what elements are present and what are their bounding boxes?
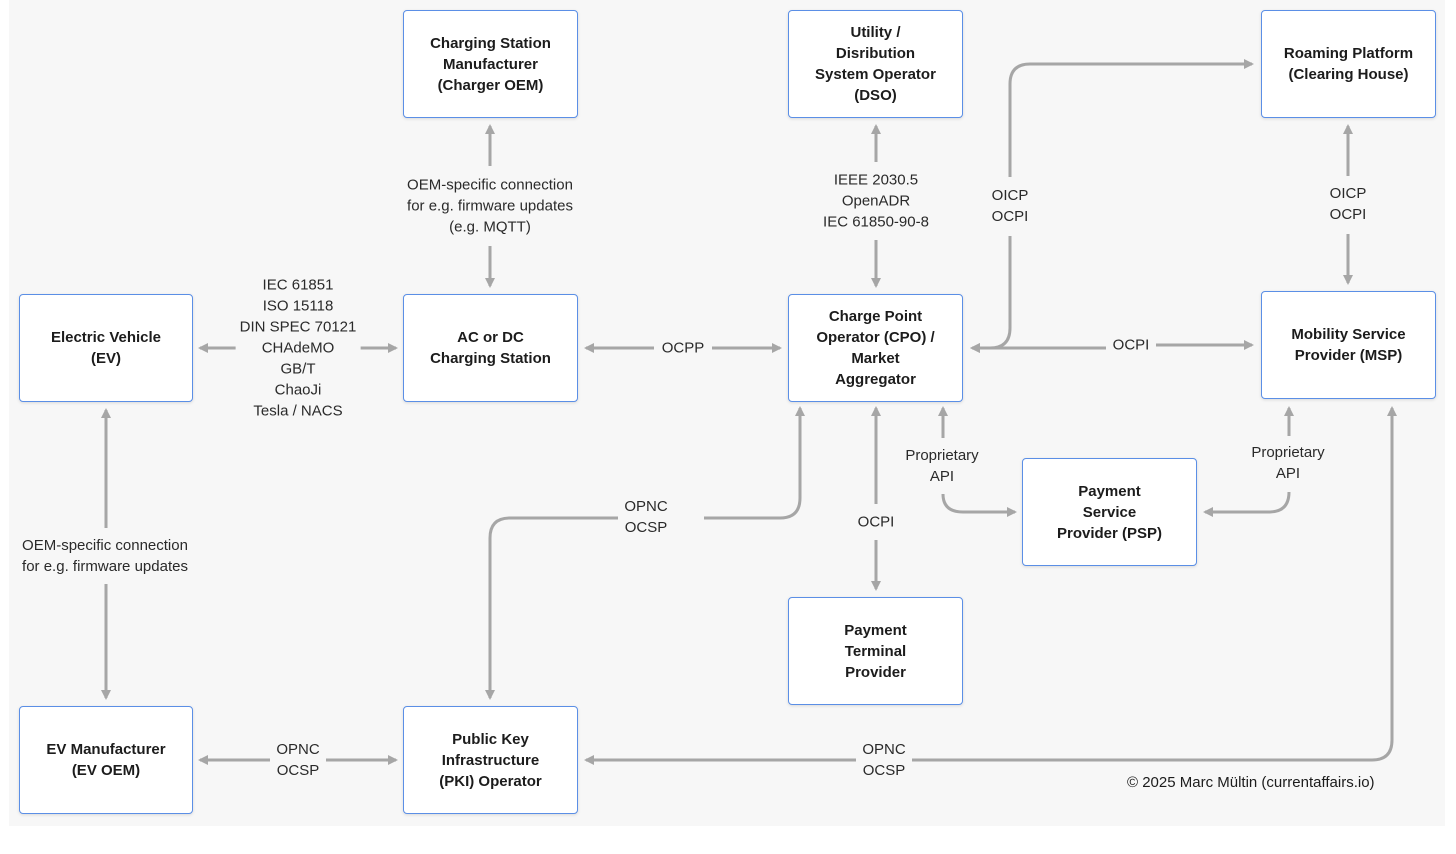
ev-oem-box[interactable]: EV Manufacturer (EV OEM) <box>19 706 193 814</box>
label-ev-station-protocols: IEC 61851 ISO 15118 DIN SPEC 70121 CHAde… <box>235 274 361 422</box>
charging-station-label: AC or DC Charging Station <box>430 329 551 367</box>
roaming-platform-box[interactable]: Roaming Platform (Clearing House) <box>1261 10 1436 118</box>
roaming-platform-label: Roaming Platform (Clearing House) <box>1283 45 1414 83</box>
label-cpo-msp: OCPI <box>1108 334 1154 356</box>
arrow-roaming-to-cpo <box>970 236 1012 353</box>
ev-label: Electric Vehicle (EV) <box>50 329 162 367</box>
label-msp-roaming: OICP OCPI <box>1325 183 1371 225</box>
cpo-box[interactable]: Charge Point Operator (CPO) / Market Agg… <box>788 294 963 402</box>
label-evoem-pki: OPNC OCSP <box>272 739 324 781</box>
pki-box[interactable]: Public Key Infrastructure (PKI) Operator <box>403 706 578 814</box>
psp-box[interactable]: Payment Service Provider (PSP) <box>1022 458 1197 566</box>
label-pki-msp: OPNC OCSP <box>858 739 910 781</box>
arrow-cpo-to-pki <box>485 516 618 700</box>
dso-box[interactable]: Utility / Disribution System Operator (D… <box>788 10 963 118</box>
label-cpo-terminal: OCPI <box>853 511 899 533</box>
msp-box[interactable]: Mobility Service Provider (MSP) <box>1261 291 1436 399</box>
label-cpo-roaming: OICP OCPI <box>987 185 1033 227</box>
label-cpo-dso: IEEE 2030.5 OpenADR IEC 61850-90-8 <box>819 169 933 233</box>
msp-label: Mobility Service Provider (MSP) <box>1291 326 1406 364</box>
psp-label: Payment Service Provider (PSP) <box>1056 482 1163 542</box>
arrow-pki-to-cpo <box>704 406 805 520</box>
arrow-pki-to-msp <box>912 406 1397 762</box>
label-ocpp: OCPP <box>657 337 709 359</box>
ev-oem-label: EV Manufacturer (EV OEM) <box>46 741 166 779</box>
payment-terminal-label: Payment Terminal Provider <box>844 621 907 681</box>
arrow-cpo-to-roaming <box>1008 59 1254 177</box>
label-cpo-pki: OPNC OCSP <box>620 496 672 538</box>
cpo-label: Charge Point Operator (CPO) / Market Agg… <box>816 308 935 388</box>
label-msp-psp: Proprietary API <box>1247 442 1329 484</box>
arrow-cpo-to-psp <box>941 493 1017 517</box>
charger-oem-label: Charging Station Manufacturer (Charger O… <box>430 34 551 94</box>
pki-label: Public Key Infrastructure (PKI) Operator <box>439 730 542 790</box>
label-ev-evoem: OEM-specific connection for e.g. firmwar… <box>18 535 192 577</box>
ev-box[interactable]: Electric Vehicle (EV) <box>19 294 193 402</box>
label-station-oem: OEM-specific connection for e.g. firmwar… <box>403 174 577 238</box>
copyright-credit: © 2025 Marc Mültin (currentaffairs.io) <box>1127 774 1375 791</box>
arrow-msp-to-psp <box>1203 491 1291 517</box>
payment-terminal-box[interactable]: Payment Terminal Provider <box>788 597 963 705</box>
charging-station-box[interactable]: AC or DC Charging Station <box>403 294 578 402</box>
charger-oem-box[interactable]: Charging Station Manufacturer (Charger O… <box>403 10 578 118</box>
dso-label: Utility / Disribution System Operator (D… <box>815 24 936 104</box>
label-cpo-psp: Proprietary API <box>901 445 983 487</box>
